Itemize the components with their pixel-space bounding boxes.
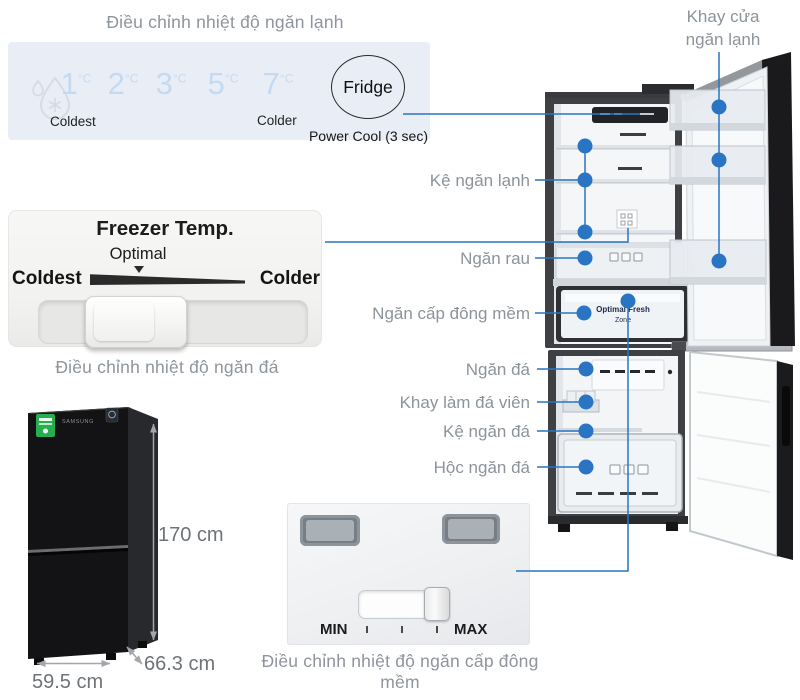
freezer-bin [557, 433, 683, 513]
callout-veg-drawer: Ngăn rau [460, 249, 530, 268]
callout-freezer-bin: Hộc ngăn đá [433, 458, 530, 477]
callout-ice-cube-tray: Khay làm đá viên [399, 393, 530, 412]
callout-ice-compartment: Ngăn đá [465, 360, 530, 379]
freezer-temp-control-panel: Freezer Temp. Optimal Coldest Colder [8, 210, 322, 348]
soft-freeze-drawer: Optimal Fresh Zone [556, 286, 689, 342]
fridge-button: Fridge [331, 55, 405, 119]
callout-freezer-shelf: Kệ ngăn đá [443, 422, 530, 441]
depth-dimension: 66.3 cm [144, 653, 216, 675]
min-label: MIN [320, 621, 348, 638]
temp-option-1: 1°C [60, 66, 92, 101]
freezer-temp-sticker [616, 209, 638, 229]
slider-tick [401, 626, 403, 633]
max-label: MAX [454, 621, 488, 638]
callout-door-tray: Khay cửa ngăn lạnh [685, 7, 761, 49]
freezer-coldest-label: Coldest [12, 268, 82, 289]
panel-handle-right [442, 514, 500, 544]
optimal-label: Optimal [109, 245, 167, 263]
slider-tick [366, 626, 368, 633]
fridge-temp-control-panel: 1°C 2°C 3°C 5°C 7°C Coldest Colder Fridg… [8, 42, 430, 144]
ice-cube-tray [562, 390, 600, 413]
fridge-temp-title: Điều chỉnh nhiệt độ ngăn lạnh [106, 12, 344, 32]
callout-soft-freeze-drawer: Ngăn cấp đông mềm [372, 304, 530, 323]
width-dimension: 59.5 cm [32, 671, 104, 693]
temp-option-2: 2°C [107, 66, 139, 101]
black-fridge-illustration: SAMSUNG [28, 407, 158, 667]
power-cool-label: Power Cool (3 sec) [308, 128, 428, 144]
temp-option-7: 7°C [262, 66, 294, 101]
panel-handle-left [300, 515, 360, 546]
soft-freeze-caption: Điều chỉnh nhiệt độ ngăn cấp đông mềm [261, 651, 539, 692]
temp-option-3: 3°C [155, 66, 187, 101]
water-snowflake-icon [32, 76, 71, 120]
freezer-slider-knob [85, 296, 187, 348]
optimal-fresh-zone-text: Optimal Fresh [596, 305, 650, 314]
open-fridge-door [669, 52, 795, 347]
temp-option-5: 5°C [207, 66, 239, 101]
soft-freeze-control-panel: MIN MAX [287, 503, 530, 645]
brand-logo: SAMSUNG [62, 419, 94, 425]
energy-label [36, 414, 55, 437]
coldest-label: Coldest [50, 114, 96, 129]
vegetable-drawer [555, 242, 685, 280]
ice-compartment-area [591, 359, 673, 391]
height-dimension: 170 cm [158, 524, 224, 546]
digital-inverter-badge [105, 407, 119, 423]
open-freezer-door [689, 350, 793, 560]
freezer-temp-caption: Điều chỉnh nhiệt độ ngăn đá [55, 357, 279, 377]
freezer-temp-title: Freezer Temp. [96, 217, 234, 240]
callout-fridge-shelf: Kệ ngăn lạnh [429, 171, 530, 190]
soft-freeze-slider-knob [424, 587, 450, 621]
intensity-wedge [90, 274, 245, 285]
interior-control-panel [592, 107, 668, 123]
door-trays [669, 89, 767, 285]
optimal-pointer-icon [134, 266, 144, 273]
colder-label: Colder [257, 113, 297, 128]
freezer-colder-label: Colder [259, 268, 320, 289]
dimension-arrows [36, 423, 157, 667]
open-fridge-illustration: Optimal Fresh Zone [545, 52, 795, 560]
svg-text:Zone: Zone [615, 317, 631, 324]
freezer-shelf [558, 428, 642, 432]
slider-tick [436, 626, 438, 633]
